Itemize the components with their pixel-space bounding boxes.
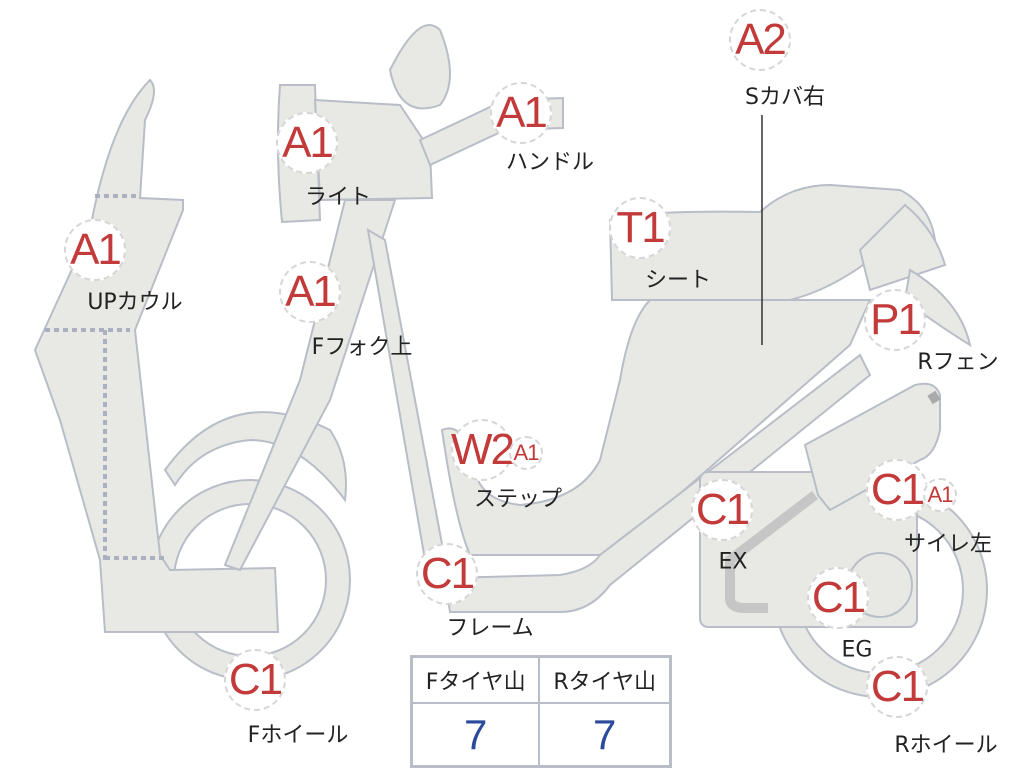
exhaust-pipe (725, 491, 819, 613)
label-upper-cowl: UPカウル (87, 290, 183, 315)
label-front-wheel: Fホイール (247, 723, 349, 748)
grade-badge-handle: A1 (490, 82, 552, 144)
grade-badge-exhaust: C1 (691, 479, 753, 541)
grade-badge-rear-fender: P1 (864, 289, 926, 351)
muffler-tip (927, 390, 941, 405)
muffler (803, 382, 941, 512)
front-fork (223, 199, 397, 572)
mirror (388, 24, 451, 110)
grade-badge-muffler-left: C1 (866, 459, 928, 521)
label-light: ライト (304, 185, 372, 210)
grade-badge-step: W2 (451, 419, 515, 481)
label-side-cover-right: Sカバ右 (745, 85, 825, 110)
label-exhaust: EX (718, 549, 748, 575)
value-rear-tire: 7 (538, 702, 672, 768)
label-front-fork-upper: Fフォク上 (311, 335, 413, 360)
label-seat: シート (644, 268, 712, 293)
front-fork-tube (366, 228, 447, 561)
grade-badge-front-wheel: C1 (224, 649, 286, 711)
seat (608, 183, 937, 301)
handlebar-cover (313, 98, 434, 202)
cowl-seam-lines (45, 194, 165, 560)
rear-body (858, 203, 947, 292)
label-rear-wheel: Rホイール (894, 733, 998, 758)
header-front-tire: Fタイヤ山 (410, 655, 541, 704)
label-frame: フレーム (446, 616, 534, 641)
grade-badge-upper-cowl: A1 (64, 219, 126, 281)
grade-badge-side-cover-right: A2 (729, 9, 791, 71)
tire-table-header-row: Fタイヤ山 Rタイヤ山 (410, 655, 672, 704)
grade-badge-front-fork-upper: A1 (279, 261, 341, 323)
label-muffler-left: サイレ左 (903, 532, 993, 557)
grade-badge-muffler-left-extra: A1 (923, 478, 957, 512)
grade-badge-frame: C1 (416, 543, 478, 605)
value-front-tire: 7 (410, 702, 541, 768)
label-rear-fender: Rフェン (917, 350, 999, 375)
grade-badge-engine: C1 (807, 567, 869, 629)
label-engine: EG (841, 637, 873, 663)
tire-tread-table: Fタイヤ山 Rタイヤ山 7 7 (410, 655, 672, 768)
grade-badge-light: A1 (276, 112, 338, 174)
label-step: ステップ (473, 487, 563, 512)
header-rear-tire: Rタイヤ山 (538, 655, 672, 704)
label-handle: ハンドル (505, 150, 595, 175)
frame (443, 353, 872, 613)
grade-badge-step-extra: A1 (509, 436, 543, 470)
front-cowl (33, 78, 280, 633)
tire-table-value-row: 7 7 (410, 702, 672, 768)
grade-badge-seat: T1 (609, 197, 671, 259)
grade-badge-rear-wheel: C1 (866, 656, 928, 718)
